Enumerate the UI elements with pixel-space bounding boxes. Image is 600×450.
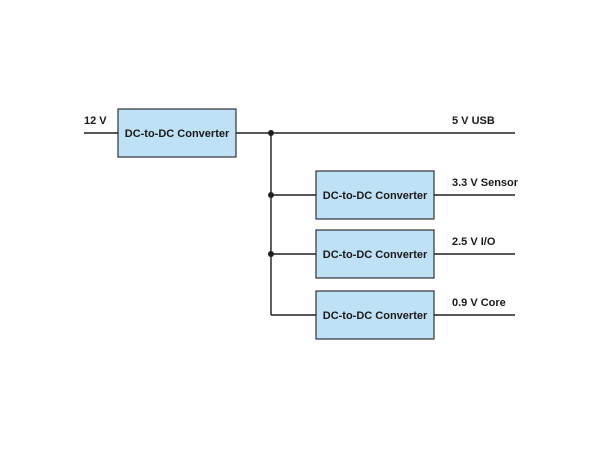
converter-box-3: [315, 290, 435, 340]
main-converter-label: DC-to-DC Converter: [125, 128, 230, 140]
input-label: 12 V: [84, 115, 107, 127]
junction-dot-main: [268, 130, 274, 136]
output-label-3: 0.9 V Core: [452, 297, 506, 309]
converter-box-1: [315, 170, 435, 220]
output-label-2: 2.5 V I/O: [452, 236, 496, 248]
converter-label-1: DC-to-DC Converter: [323, 190, 428, 202]
output-label-1: 3.3 V Sensor: [452, 177, 519, 189]
rail-5v-label: 5 V USB: [452, 115, 495, 127]
converter-label-2: DC-to-DC Converter: [323, 249, 428, 261]
converter-box-2: [315, 229, 435, 279]
converter-label-3: DC-to-DC Converter: [323, 310, 428, 322]
